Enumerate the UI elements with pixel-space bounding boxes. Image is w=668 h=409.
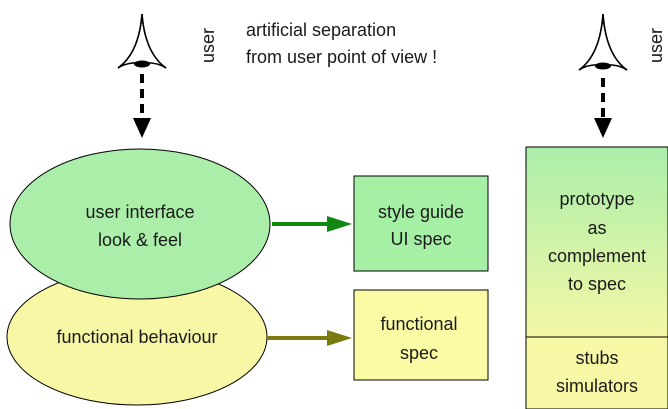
functional-spec-line-2: spec	[400, 343, 438, 363]
style-guide-box	[353, 175, 489, 272]
note-line-1: artificial separation	[246, 20, 396, 40]
arrow-ui-to-style-guide	[272, 216, 352, 232]
functional-ellipse-label: functional behaviour	[56, 327, 217, 347]
prototype-line-4: to spec	[568, 274, 626, 294]
eye-icon	[117, 13, 167, 69]
stubs-line-1: stubs	[575, 348, 618, 368]
user-eye-left: user	[117, 13, 218, 69]
stubs-line-2: simulators	[556, 376, 638, 396]
functional-spec-line-1: functional	[380, 314, 457, 334]
ui-ellipse-line-2: look & feel	[98, 230, 182, 250]
eye-icon	[578, 13, 628, 71]
style-guide-line-2: UI spec	[390, 229, 451, 249]
note-line-2: from user point of view !	[246, 47, 437, 67]
user-label-left: user	[198, 28, 218, 63]
ui-ellipse-line-1: user interface	[85, 202, 194, 222]
user-interface-ellipse	[9, 148, 271, 300]
prototype-line-1: prototype	[559, 189, 634, 209]
arrow-functional-to-spec	[267, 330, 352, 346]
style-guide-line-1: style guide	[378, 202, 464, 222]
prototype-panel	[525, 146, 668, 338]
user-eye-right: user	[578, 13, 666, 71]
prototype-line-3: complement	[548, 246, 646, 266]
user-label-right: user	[646, 28, 666, 63]
stubs-simulators-box	[525, 336, 668, 409]
functional-spec-box	[353, 289, 489, 381]
prototype-line-2: as	[587, 218, 606, 238]
